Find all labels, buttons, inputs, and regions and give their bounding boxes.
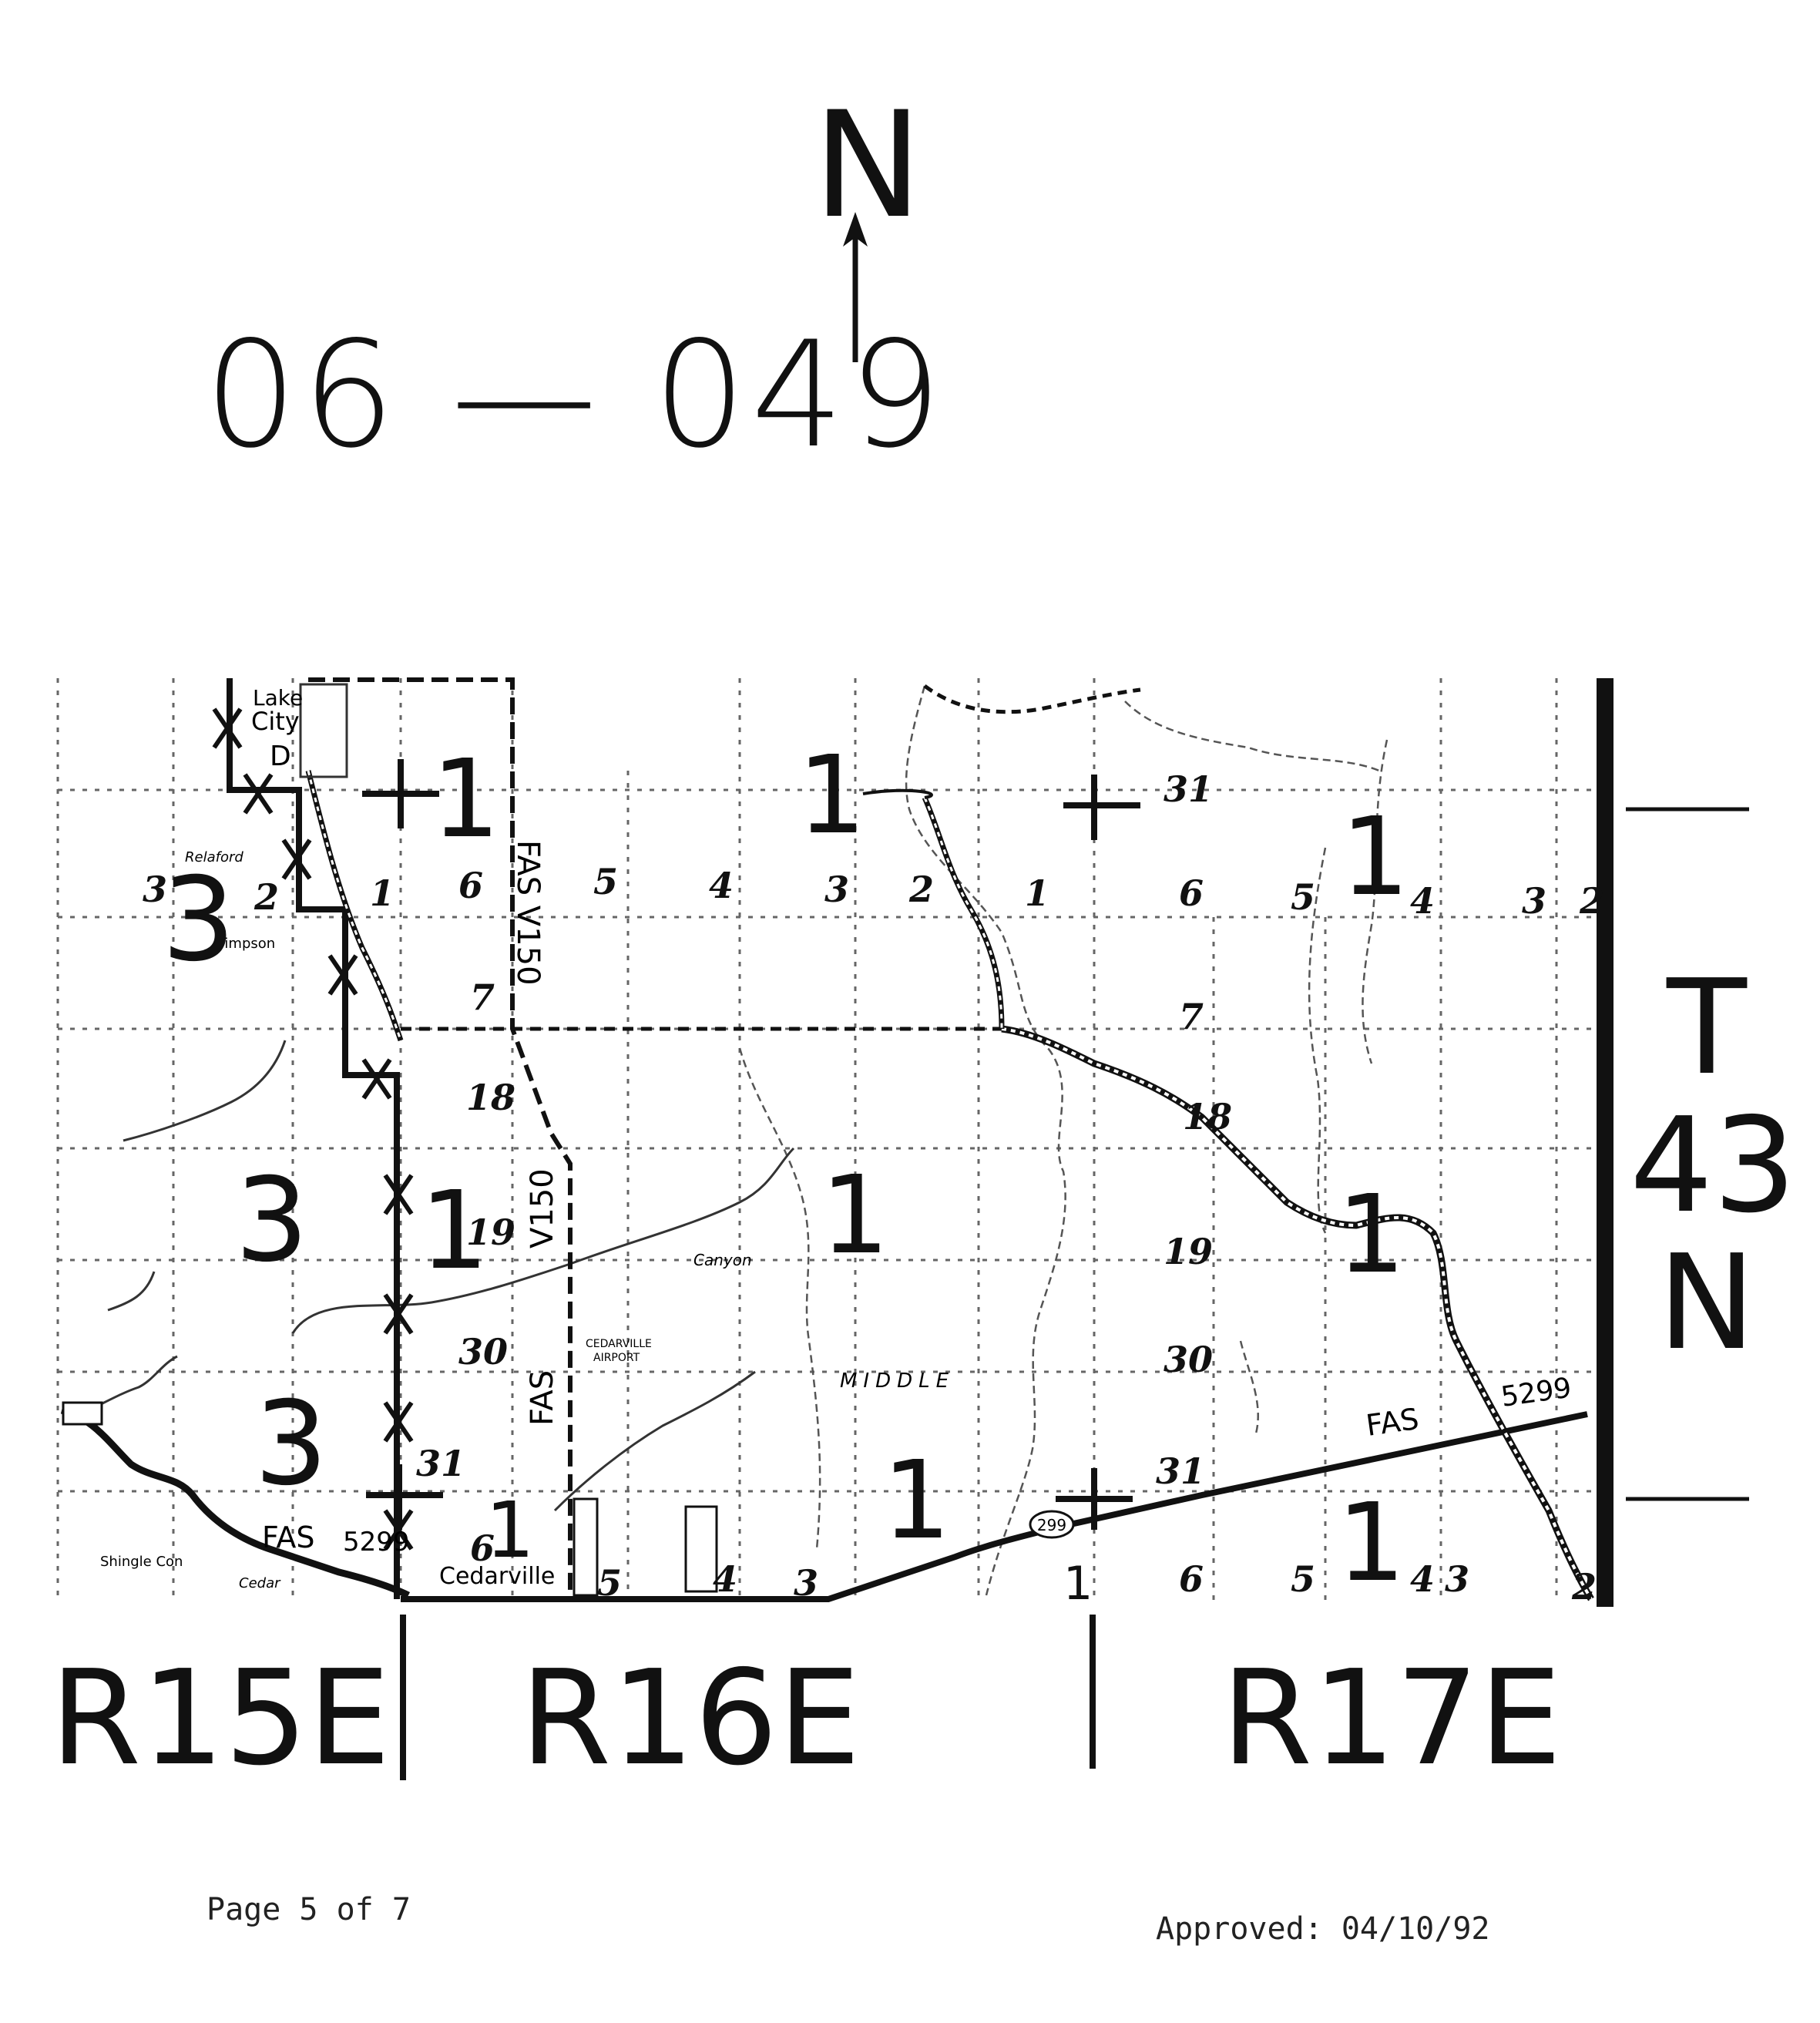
fas-v150-road xyxy=(308,677,573,1599)
section-5-c: 5 xyxy=(597,1562,622,1604)
simpson-label: Simpson xyxy=(216,936,275,952)
middle-region-label: MIDDLE xyxy=(840,1369,955,1393)
township-t: T xyxy=(1667,952,1747,1104)
zone-1-h: 1 xyxy=(1337,1480,1405,1606)
cedarville-label: Cedarville xyxy=(439,1563,555,1590)
section-4-d: 4 xyxy=(1410,1558,1435,1600)
x-marks xyxy=(212,707,414,1551)
section-18-b: 18 xyxy=(1183,1096,1232,1138)
v150-label-mid: V150 xyxy=(525,1168,560,1248)
page-number: Page 5 of 7 xyxy=(207,1892,411,1927)
section-4-a: 4 xyxy=(709,865,734,906)
section-6-d: 6 xyxy=(1179,1558,1204,1600)
section-19-b: 19 xyxy=(1164,1231,1213,1272)
fas-5299-left-num: 5299 xyxy=(343,1527,410,1558)
township-n: N xyxy=(1657,1227,1756,1379)
map-id-title: 06 — 049 xyxy=(204,310,947,480)
section-30-a: 30 xyxy=(458,1331,508,1373)
township-number: 43 xyxy=(1630,1089,1797,1242)
cedar-creek-label: Cedar xyxy=(239,1575,281,1591)
section-4-b: 4 xyxy=(1410,880,1435,922)
fas-5299-right-label: FAS xyxy=(1364,1402,1421,1443)
zone-1-g: 1 xyxy=(882,1438,951,1564)
section-3-c: 3 xyxy=(794,1562,818,1604)
zone-1-d: 1 xyxy=(420,1168,489,1294)
relaford-label: Relaford xyxy=(185,849,243,865)
zone-3-a: 3 xyxy=(162,853,235,987)
section-30-b: 30 xyxy=(1164,1339,1213,1380)
creek-lines xyxy=(738,685,1389,1596)
section-2-b: 2 xyxy=(1579,880,1604,922)
section-2-c: 2 xyxy=(1571,1566,1597,1608)
approved-date: Approved: 04/10/92 xyxy=(1156,1911,1490,1947)
shingle-creek-label: Shingle Con xyxy=(100,1554,183,1570)
section-2-a: 2 xyxy=(908,869,934,910)
section-19-a: 19 xyxy=(466,1211,515,1253)
section-3-left: 3 xyxy=(143,869,167,910)
railroad-lines xyxy=(305,684,1594,1601)
place-d-label: D xyxy=(270,741,291,772)
zone-1-i: 1 xyxy=(485,1485,535,1575)
cedar-creek-line xyxy=(60,1406,411,1599)
section-1-b: 1 xyxy=(1025,872,1049,914)
zone-3-c: 3 xyxy=(254,1377,327,1511)
section-2-left: 2 xyxy=(254,876,279,918)
north-arrow-icon xyxy=(843,212,868,362)
section-7-b: 7 xyxy=(1179,996,1204,1037)
section-6-a: 6 xyxy=(458,865,483,906)
lake-city-label-1: Lake xyxy=(253,685,303,711)
zone-1-a: 1 xyxy=(431,737,500,862)
district-boundary-line xyxy=(227,678,400,1599)
zone-1-f: 1 xyxy=(1337,1172,1405,1298)
lake-city-label-2: City xyxy=(251,707,300,736)
fas-label-mid: FAS xyxy=(525,1370,560,1426)
zone-1-c: 1 xyxy=(1341,795,1409,920)
route-299-shield-icon: 299 xyxy=(1029,1510,1075,1539)
fas-5299-right-num: 5299 xyxy=(1499,1373,1573,1413)
range-r16e: R16E xyxy=(520,1642,861,1795)
airport-label-2: AIRPORT xyxy=(593,1352,640,1364)
section-grid xyxy=(56,678,1603,1603)
airport-label-1: CEDARVILLE xyxy=(586,1338,652,1350)
fas-v150-label-top: FAS V150 xyxy=(510,840,546,986)
zone-1-e: 1 xyxy=(821,1153,889,1279)
section-18-a: 18 xyxy=(466,1077,515,1118)
north-label: N xyxy=(813,80,923,250)
zone-3-b: 3 xyxy=(235,1154,308,1288)
section-31-top: 31 xyxy=(1164,768,1213,810)
zone-1-j: 1 xyxy=(1063,1557,1093,1611)
route-299-label: 299 xyxy=(1037,1516,1066,1534)
zone-1-b: 1 xyxy=(798,733,866,859)
section-4-c: 4 xyxy=(713,1558,737,1600)
canyon-creek-label: Canyon xyxy=(693,1251,752,1269)
cedarville-block xyxy=(573,1497,599,1597)
section-31-a: 31 xyxy=(416,1443,465,1484)
section-5-a: 5 xyxy=(593,861,618,902)
range-r15e: R15E xyxy=(50,1642,391,1795)
lake-city-box xyxy=(299,683,348,778)
section-3-b: 3 xyxy=(1522,880,1546,922)
section-3-a: 3 xyxy=(824,869,849,910)
section-6-b: 6 xyxy=(1179,872,1204,914)
section-corner-marks xyxy=(362,759,1140,1530)
section-5-b: 5 xyxy=(1291,876,1315,918)
section-1-a: 1 xyxy=(370,872,395,914)
fas-5299-road xyxy=(401,1411,1588,1602)
range-r17e: R17E xyxy=(1221,1642,1562,1795)
section-5-d: 5 xyxy=(1291,1558,1315,1600)
section-7-a: 7 xyxy=(470,976,495,1018)
township-label: T 43 N xyxy=(1630,952,1797,1379)
section-3-d: 3 xyxy=(1445,1558,1469,1600)
fas-5299-left-label: FAS xyxy=(262,1521,315,1554)
town-block xyxy=(684,1505,718,1593)
section-6-c: 6 xyxy=(470,1527,495,1569)
cedar-creek-box xyxy=(62,1401,103,1426)
section-31-b: 31 xyxy=(1156,1450,1205,1492)
